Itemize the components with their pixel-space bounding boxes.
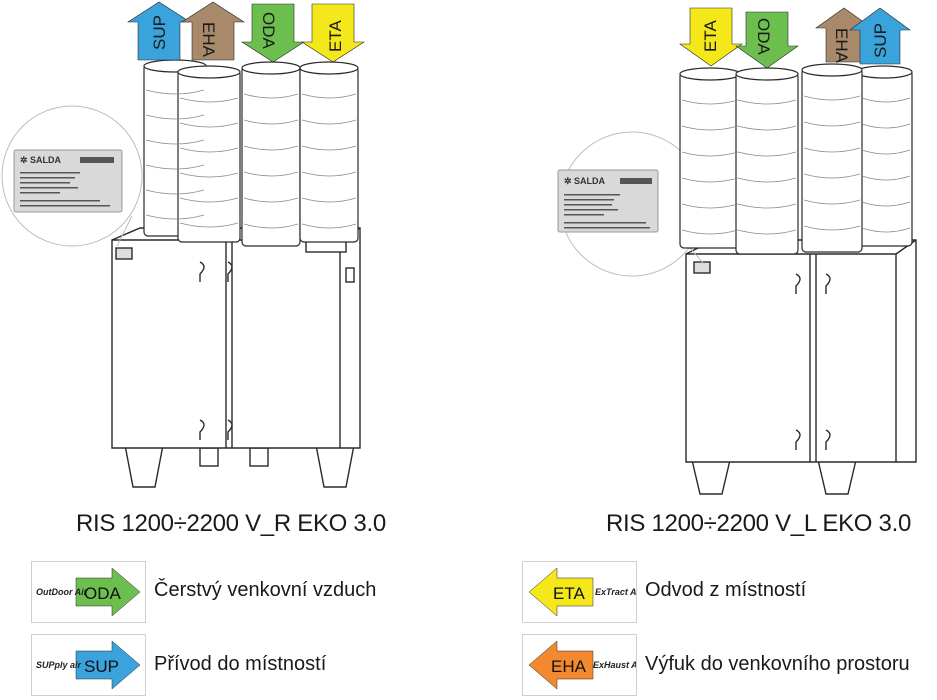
arrow-oda: ODA <box>735 11 799 69</box>
svg-text:ODA: ODA <box>259 12 278 50</box>
legend-eha-code: EHA <box>551 657 587 676</box>
legend-eha-swatch: EHA ExHaust Air <box>522 634 644 696</box>
duct-eta <box>299 61 359 243</box>
legend-eta-desc: Odvod z místností <box>645 579 807 601</box>
legend-eta-swatch: ETA ExTract Air <box>522 561 643 623</box>
svg-text:ETA: ETA <box>701 20 720 52</box>
model-title-right: RIS 1200÷2200 V_R EKO 3.0 <box>76 510 386 537</box>
legend-eta-code: ETA <box>553 584 585 603</box>
unit-foot <box>691 459 731 495</box>
legend-eta-small: ExTract Air <box>595 587 636 597</box>
model-title-left: RIS 1200÷2200 V_L EKO 3.0 <box>606 510 911 537</box>
duct-eha <box>801 63 863 253</box>
brand-label: SALDA <box>30 155 61 165</box>
legend-oda-code: ODA <box>84 584 122 603</box>
legend-oda-swatch: OutDoor Air ODA <box>31 561 146 623</box>
eha-arrow-icon <box>528 640 594 690</box>
unit-foot <box>124 444 164 488</box>
duct-sup <box>855 65 913 247</box>
oda-arrow-icon <box>75 567 141 617</box>
arrow-eta: ETA <box>679 7 743 67</box>
legend-oda-small: OutDoor Air <box>36 587 88 597</box>
brand-label: SALDA <box>574 176 605 186</box>
legend-eha-desc: Výfuk do venkovního prostoru <box>645 653 910 675</box>
unit-right-illustration: ✲ SALDA SUP EHA ODA ETA <box>1 1 366 488</box>
arrow-oda: ODA <box>240 3 306 63</box>
arrow-eta: ETA <box>300 3 366 63</box>
duct-oda <box>735 67 799 255</box>
arrow-eha: EHA <box>180 1 246 61</box>
legend-sup-desc: Přívod do místností <box>154 653 327 675</box>
unit-foot <box>315 444 355 488</box>
eta-arrow-icon <box>528 567 594 617</box>
svg-text:ETA: ETA <box>326 20 345 52</box>
unit-left-illustration: ✲ SALDA ETA ODA EHA SUP <box>557 7 917 495</box>
svg-text:EHA: EHA <box>832 28 851 64</box>
sup-arrow-icon <box>75 640 141 690</box>
arrow-sup: SUP <box>126 1 192 61</box>
legend-sup-small: SUPply air <box>36 660 82 670</box>
svg-text:EHA: EHA <box>199 22 218 58</box>
svg-text:✲ SALDA: ✲ SALDA <box>20 155 62 165</box>
duct-eta <box>679 67 741 249</box>
svg-text:SUP: SUP <box>871 23 890 58</box>
duct-eha <box>177 65 241 243</box>
arrow-eha: EHA <box>815 7 873 64</box>
svg-text:SUP: SUP <box>150 15 169 50</box>
duct-oda <box>241 61 301 247</box>
legend-oda-desc: Čerstvý venkovní vzduch <box>154 579 377 601</box>
unit-cabinet <box>111 227 361 449</box>
legend-sup-swatch: SUPply air SUP <box>31 634 146 696</box>
svg-text:✲ SALDA: ✲ SALDA <box>564 176 606 186</box>
product-label-plate: ✲ SALDA <box>13 149 123 213</box>
legend-sup-code: SUP <box>84 657 119 676</box>
unit-cabinet <box>685 239 917 463</box>
legend-eha-small: ExHaust Air <box>593 660 636 670</box>
product-label-plate: ✲ SALDA <box>557 169 659 233</box>
svg-text:ODA: ODA <box>754 18 773 56</box>
unit-foot <box>817 459 857 495</box>
arrow-sup: SUP <box>849 7 911 65</box>
